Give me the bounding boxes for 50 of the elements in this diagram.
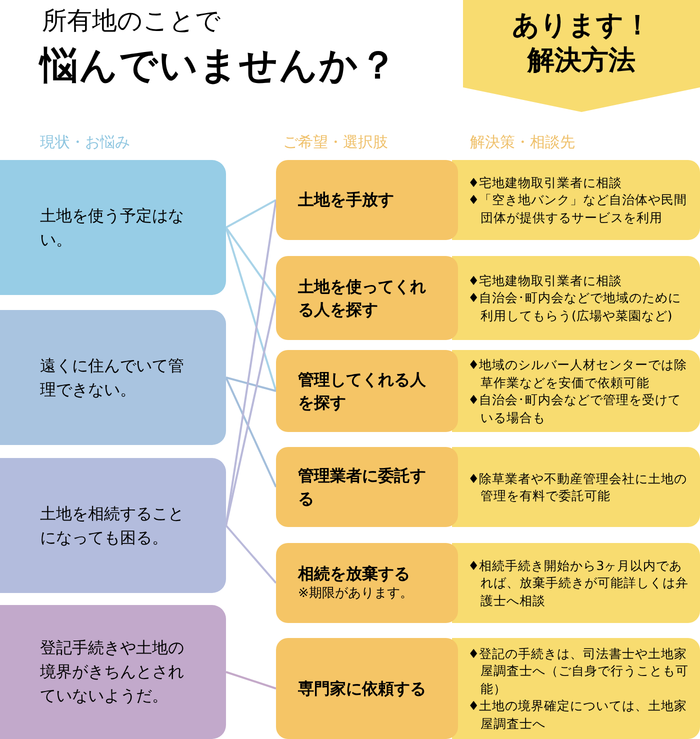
option-text: 土地を手放す (298, 189, 395, 212)
solution-text: ♦自治会･町内会などで地域のために利用してもらう(広場や菜園など) (468, 289, 682, 324)
problem-text: 遠くに住んでいて管理できない。 (40, 354, 185, 400)
connector-line (225, 524, 277, 584)
option-text: 管理してくれる人を探す (298, 368, 427, 414)
option-text: 土地を使ってくれる人を探す (298, 276, 427, 321)
connector-line (225, 377, 277, 488)
solution-text: ♦自治会･町内会などで管理を受けている場合も (468, 391, 682, 426)
column-heading: ご希望・選択肢 (283, 133, 388, 152)
problem-box (0, 160, 226, 295)
solution-box (452, 447, 700, 527)
note-text: ※期限があります。 (298, 585, 414, 604)
solution-box (452, 350, 700, 432)
solution-box (452, 638, 700, 739)
solution-text: ♦地域のシルバー人材センターでは除草作業などを安価で依頼可能 (468, 356, 688, 391)
problem-box (0, 310, 226, 445)
banner-text: あります！解決方法 (511, 9, 652, 78)
solution-box (452, 160, 700, 240)
option-text: 相続を放棄する (298, 562, 411, 585)
option-box (276, 160, 458, 240)
problem-text: 土地を使う予定はない。 (40, 204, 185, 250)
connector-line (226, 671, 276, 690)
option-box (276, 256, 458, 340)
column-heading: 現状・お悩み (40, 133, 130, 152)
solution-text: ♦宅地建物取引業者に相談 (468, 272, 624, 290)
problem-text: 登記手続きや土地の境界がきちんとされていないようだ。 (40, 637, 185, 707)
option-box (276, 350, 458, 432)
option-text: 管理業者に委託する (298, 464, 427, 510)
solution-text: ♦宅地建物取引業者に相談 (468, 174, 624, 192)
connector-line (226, 376, 276, 392)
connector-line (225, 298, 277, 526)
problem-text: 土地を相続することになっても困る。 (40, 502, 185, 548)
solution-box (452, 256, 700, 340)
solution-text: ♦登記の手続きは、司法書士や土地家屋調査士へ（ご自身で行うことも可能） (468, 644, 690, 698)
option-text: 専門家に依頼する (298, 678, 427, 700)
title: 悩んでいませんか？ (40, 42, 398, 89)
problem-box (0, 605, 226, 739)
solution-text: ♦相続手続き開始から3ヶ月以内であれば、放棄手続きが可能詳しくは弁護士へ相談 (468, 556, 690, 610)
problem-box (0, 458, 226, 593)
option-box (276, 543, 458, 623)
subtitle: 所有地のことで (42, 5, 221, 37)
connector-line (225, 226, 277, 299)
solution-box (452, 543, 700, 623)
option-box (276, 638, 458, 739)
solution-text: ♦「空き地バンク」など自治体や民間団体が提供するサービスを利用 (468, 191, 688, 226)
column-heading: 解決策・相談先 (470, 133, 575, 152)
solution-text: ♦除草業者や不動産管理会社に土地の管理を有料で委託可能 (468, 470, 688, 504)
solution-text: ♦土地の境界確定については、土地家屋調査士へ (468, 697, 688, 732)
connector-line (226, 199, 276, 228)
option-box (276, 447, 458, 527)
